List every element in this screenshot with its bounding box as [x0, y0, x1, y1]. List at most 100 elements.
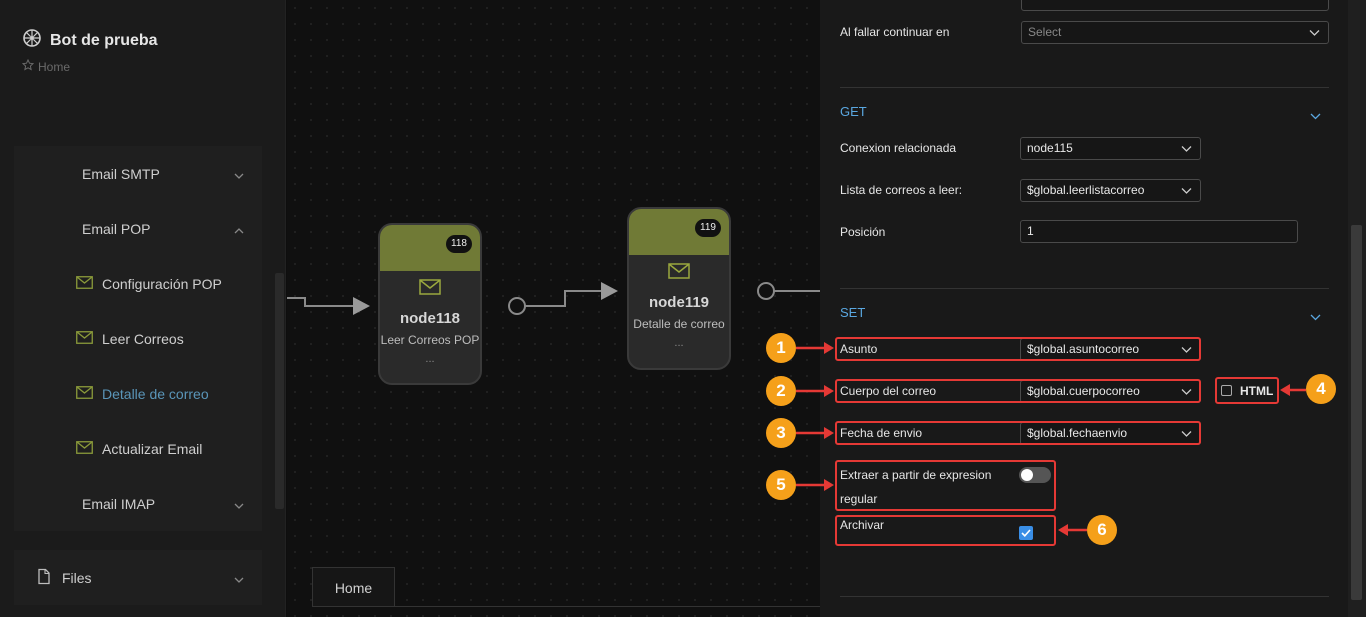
sidebar-item-label: Email SMTP: [82, 165, 160, 182]
field-label: Fecha de envio: [840, 426, 923, 440]
field-label: Cuerpo del correo: [840, 384, 937, 398]
sidebar-scrollbar[interactable]: [275, 273, 284, 509]
on-fail-select-value: Select: [1028, 25, 1062, 39]
brand: Bot de prueba: [22, 28, 158, 53]
sidebar-item-label: Actualizar Email: [102, 440, 203, 457]
file-icon: [38, 568, 50, 587]
divider: [840, 596, 1329, 597]
annotation-badge: 5: [766, 470, 796, 500]
chevron-down-icon: [1181, 138, 1192, 159]
section-title-set[interactable]: SET: [840, 305, 866, 320]
chevron-down-icon[interactable]: [1310, 107, 1321, 125]
field-label: Posición: [840, 225, 886, 239]
archive-label: Archivar: [840, 518, 885, 532]
sidebar-item-label: Email IMAP: [82, 495, 156, 512]
select-value: $global.fechaenvio: [1027, 426, 1128, 440]
sidebar-item-detalle-de-correo[interactable]: Detalle de correo: [14, 366, 262, 421]
tab-home[interactable]: Home: [312, 567, 395, 607]
breadcrumb-home: Home: [38, 59, 71, 74]
field-label: Asunto: [840, 342, 878, 356]
mail-icon: [629, 263, 729, 284]
subject-select[interactable]: $global.asuntocorreo: [1020, 338, 1201, 361]
node-header: 118: [380, 225, 480, 271]
panel-scrollbar[interactable]: [1351, 225, 1362, 600]
annotation-box: [835, 337, 1201, 361]
on-fail-label: Al fallar continuar en: [840, 25, 950, 39]
regex-label: Extraer a partir de expresion: [840, 468, 992, 482]
toggle-knob: [1021, 469, 1033, 481]
section-title-get[interactable]: GET: [840, 104, 867, 119]
sidebar-item-files[interactable]: Files: [14, 550, 262, 605]
sidebar-item-leer-correos[interactable]: Leer Correos: [14, 311, 262, 366]
node-more: ...: [674, 337, 684, 349]
annotation-badge: 6: [1087, 515, 1117, 545]
star-icon: [21, 58, 35, 74]
mail-icon: [76, 385, 93, 402]
chevron-down-icon: [1181, 381, 1192, 402]
sidebar-item-label: Email POP: [82, 220, 151, 237]
html-checkbox[interactable]: [1221, 385, 1232, 396]
properties-panel: Al fallar continuar en Select GET Conexi…: [820, 0, 1348, 617]
chevron-up-icon: [234, 221, 244, 237]
annotation-badge: 1: [766, 333, 796, 363]
app-title: Bot de prueba: [50, 31, 158, 49]
annotation-box: [835, 379, 1201, 403]
regex-label-2: regular: [840, 492, 878, 506]
sidebar-item-email-pop[interactable]: Email POP: [14, 201, 262, 256]
sidebar-item-email-imap[interactable]: Email IMAP: [14, 476, 262, 531]
divider: [840, 87, 1329, 88]
node-more: ...: [425, 353, 435, 365]
chevron-down-icon: [1309, 22, 1320, 43]
connection-select[interactable]: node115: [1020, 137, 1201, 160]
chevron-down-icon: [1181, 339, 1192, 360]
select-value: $global.leerlistacorreo: [1027, 183, 1145, 197]
node-badge: 119: [695, 219, 721, 237]
field-label: Conexion relacionada: [840, 141, 957, 155]
select-value: node115: [1027, 141, 1073, 155]
top-field[interactable]: [1021, 0, 1329, 11]
breadcrumb[interactable]: Home: [21, 58, 71, 74]
flow-canvas[interactable]: 118 node118 Leer Correos POP ... 119 nod…: [287, 0, 820, 617]
chevron-down-icon: [1181, 423, 1192, 444]
check-icon: [1021, 524, 1031, 542]
annotation-badge: 4: [1306, 374, 1336, 404]
mail-icon: [76, 440, 93, 457]
sidebar-item-label: Files: [62, 569, 92, 586]
chevron-down-icon: [234, 570, 244, 586]
chevron-down-icon: [1181, 180, 1192, 201]
node-name: node119: [648, 294, 710, 311]
annotation-box: [835, 421, 1201, 445]
select-value: $global.asuntocorreo: [1027, 342, 1140, 356]
sidebar-item-label: Configuración POP: [102, 275, 222, 292]
node-name: node118: [399, 310, 461, 327]
mail-icon: [380, 279, 480, 300]
chevron-down-icon: [234, 496, 244, 512]
node-header: 119: [629, 209, 729, 255]
archive-checkbox[interactable]: [1019, 526, 1033, 540]
tab-divider: [312, 606, 820, 607]
connector-lines: [287, 282, 820, 315]
mail-icon: [76, 275, 93, 292]
sidebar-item-label: Leer Correos: [102, 330, 184, 347]
annotation-box: [1215, 377, 1279, 404]
select-value: $global.cuerpocorreo: [1027, 384, 1140, 398]
flow-node[interactable]: 119 node119 Detalle de correo ...: [627, 207, 731, 370]
sidebar-item-actualizar-email[interactable]: Actualizar Email: [14, 421, 262, 476]
sidebar-item-email-smtp[interactable]: Email SMTP: [14, 146, 262, 201]
sidebar: Bot de prueba Home Email SMTP Email POP …: [0, 0, 286, 617]
node-description: Detalle de correo: [633, 317, 725, 331]
mail-list-select[interactable]: $global.leerlistacorreo: [1020, 179, 1201, 202]
annotation-box: [835, 515, 1056, 546]
annotation-box: [835, 460, 1056, 511]
sidebar-item-configuracion-pop[interactable]: Configuración POP: [14, 256, 262, 311]
flow-node[interactable]: 118 node118 Leer Correos POP ...: [378, 223, 482, 385]
node-description: Leer Correos POP: [380, 333, 480, 347]
on-fail-select[interactable]: Select: [1021, 21, 1329, 44]
sidebar-item-label: Detalle de correo: [102, 385, 209, 402]
chevron-down-icon: [234, 166, 244, 182]
chevron-down-icon[interactable]: [1310, 308, 1321, 326]
bot-icon: [22, 28, 42, 53]
position-input[interactable]: 1: [1020, 220, 1298, 243]
regex-toggle[interactable]: [1019, 467, 1051, 483]
